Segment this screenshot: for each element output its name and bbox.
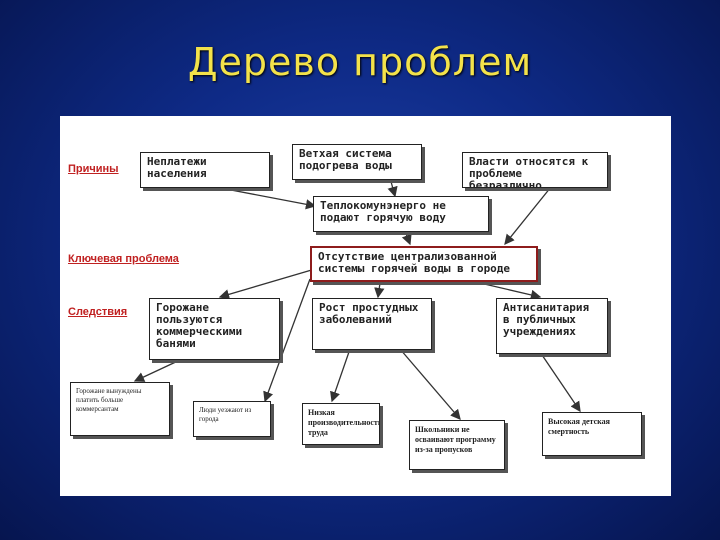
arrow-nonpayment-to-heat [209,185,317,210]
key-problem-box: Отсутствие централизованной системы горя… [310,246,538,282]
label-consequences: Следствия [68,306,128,318]
arrow-heat-to-key [401,230,412,246]
connector-lines [133,177,581,420]
arrow-unsanitary-to-mortality [539,351,581,413]
effect-leave-city: Люди уезжают из города [193,401,271,437]
effect-pay-more: Горожане вынуждены платить больше коммер… [70,382,170,436]
problem-tree-canvas: Причины Ключевая проблема Следствия Непл… [60,116,671,496]
effect-low-productivity: Низкая производительность труда [302,403,380,445]
arrow-diseases-to-students [399,348,461,420]
effect-students: Школьники не осваивают программу из-за п… [409,420,505,470]
arrow-key-to-unsanitary [479,282,542,300]
arrow-key-to-diseases [374,282,385,299]
label-key-problem: Ключевая проблема [68,253,179,265]
consequence-diseases: Рост простудных заболеваний [312,298,432,350]
arrow-diseases-to-productivity [330,348,351,403]
cause-authorities: Власти относятся к проблеме безразлично [462,152,608,188]
slide-title: Дерево проблем [187,40,533,84]
arrow-oldsystem-to-heat [387,177,398,198]
effect-child-mortality: Высокая детская смертность [542,412,642,456]
cause-old-system: Ветхая система подогрева воды [292,144,422,180]
consequence-unsanitary: Антисанитария в публичных учреждениях [496,298,608,354]
arrow-key-to-leave [263,278,311,403]
cause-heat-company: Теплокомунэнерго не подают горячую воду [313,196,489,232]
label-causes: Причины [68,163,119,175]
consequence-commercial-baths: Горожане пользуются коммерческими банями [149,298,280,360]
cause-nonpayment: Неплатежи населения [140,152,270,188]
arrow-key-to-commercial [218,268,316,300]
arrow-authorities-to-key [504,181,556,246]
arrow-commercial-to-paymore [133,359,181,382]
